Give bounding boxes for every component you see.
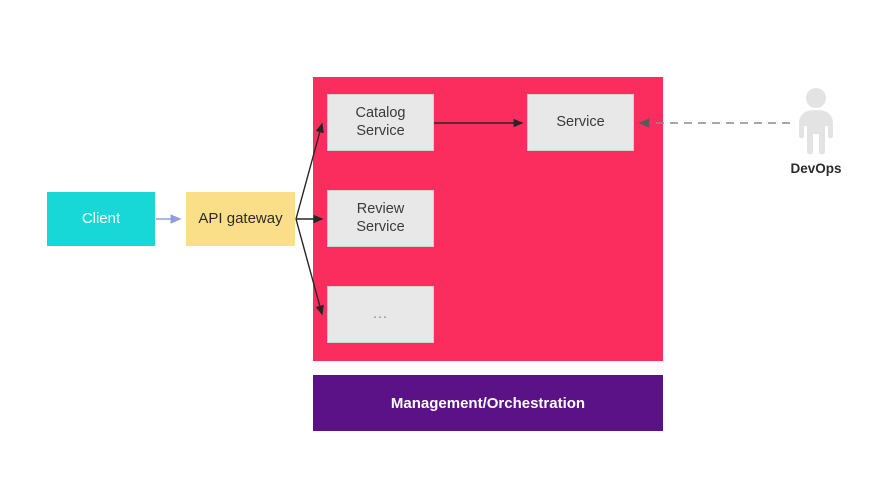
management-orchestration-bar: Management/Orchestration <box>313 375 663 431</box>
node-client-label: Client <box>81 209 121 227</box>
devops-label: DevOps <box>790 161 842 176</box>
devops-actor[interactable] <box>780 86 852 186</box>
node-more-services-label: ... <box>372 305 389 322</box>
node-api-gateway-label: API gateway <box>198 209 283 227</box>
node-service[interactable]: Service <box>527 94 634 151</box>
node-catalog-service-label: Catalog Service <box>355 104 406 139</box>
management-orchestration-label: Management/Orchestration <box>390 394 586 412</box>
node-more-services[interactable]: ... <box>327 286 434 343</box>
node-client[interactable]: Client <box>47 192 155 246</box>
node-catalog-service[interactable]: Catalog Service <box>327 94 434 151</box>
node-service-label: Service <box>556 113 605 130</box>
node-review-service-label: Review Service <box>356 200 405 235</box>
node-api-gateway[interactable]: API gateway <box>186 192 295 246</box>
person-icon <box>799 88 833 155</box>
node-review-service[interactable]: Review Service <box>327 190 434 247</box>
